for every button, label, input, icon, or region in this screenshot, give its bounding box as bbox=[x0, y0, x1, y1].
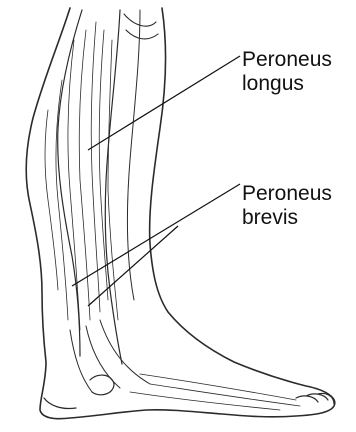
peroneus-brevis-label-line1: Peroneus bbox=[242, 182, 332, 206]
peroneus-longus-label: Peroneus longus bbox=[242, 48, 332, 96]
peroneus-longus-label-line1: Peroneus bbox=[242, 48, 332, 72]
peroneus-brevis-label: Peroneus brevis bbox=[242, 182, 332, 230]
peroneus-longus-label-line2: longus bbox=[242, 72, 332, 96]
peroneus-brevis-label-line2: brevis bbox=[242, 206, 332, 230]
